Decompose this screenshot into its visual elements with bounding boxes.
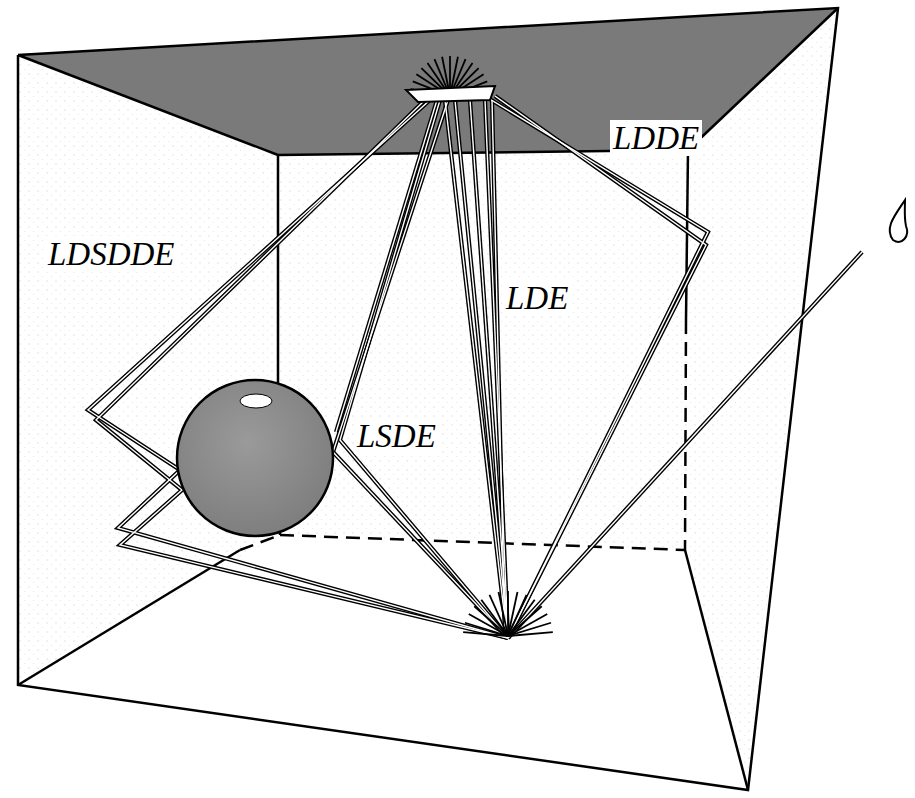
ray (333, 100, 508, 638)
highlight (240, 394, 272, 408)
path-label: LSDE (354, 418, 439, 454)
ray (495, 96, 706, 638)
ray-core (492, 100, 505, 638)
ray-core (340, 100, 508, 638)
specular-sphere (177, 380, 333, 536)
ray-core (333, 100, 508, 638)
path-label: LDDE (610, 120, 702, 156)
ray (340, 100, 508, 638)
ray (336, 100, 437, 432)
eye (890, 200, 907, 242)
scatter-stroke (489, 595, 508, 636)
light-paths (88, 96, 862, 638)
path-label: LDSDDE (45, 236, 178, 272)
ray-core (88, 100, 508, 638)
scatter-fans (411, 56, 553, 636)
ray (488, 98, 708, 638)
ray-core (336, 100, 437, 432)
ray-core (445, 100, 507, 638)
scatter-stroke (508, 632, 553, 636)
scatter-stroke (499, 592, 508, 636)
ray-core (485, 100, 508, 638)
ray (455, 100, 508, 638)
scatter-stroke (508, 600, 535, 636)
room-edges (18, 8, 838, 790)
light-source (406, 86, 495, 102)
ray-core (96, 100, 508, 638)
ray (96, 100, 508, 638)
path-label: LDE (503, 280, 571, 316)
ray-core (495, 96, 706, 638)
ray-core (455, 100, 508, 638)
ray (445, 100, 507, 638)
ray-core (488, 98, 708, 638)
ray (88, 100, 508, 638)
back-wall (278, 150, 688, 550)
